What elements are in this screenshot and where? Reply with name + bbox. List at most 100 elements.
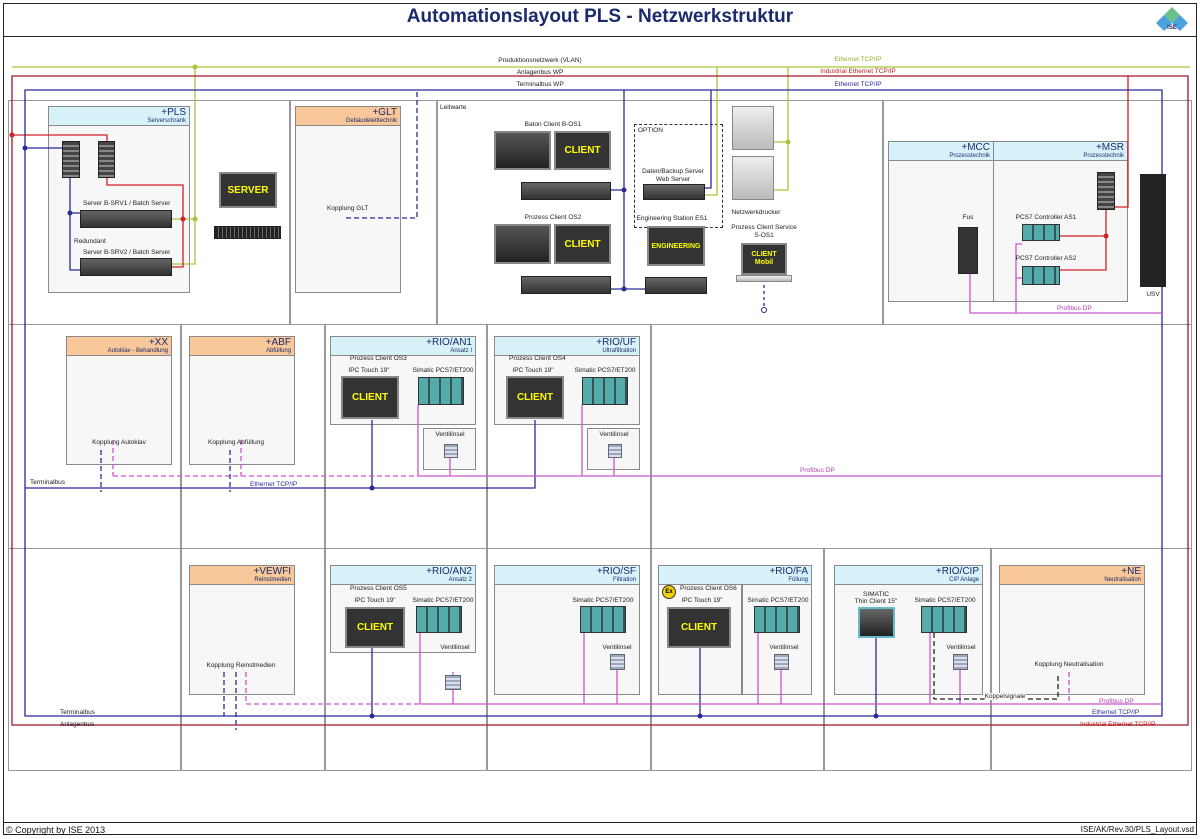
- client-label: Prozess Client OS6: [680, 585, 737, 592]
- redundant-label: Redundant: [74, 238, 106, 245]
- backup-server[interactable]: [643, 184, 705, 200]
- network-switch[interactable]: [98, 141, 115, 178]
- server-b-srv2[interactable]: [80, 258, 172, 276]
- thin-client-sublabel: Thin Client 15": [854, 598, 898, 605]
- ventilinsel-label: Ventilinsel: [769, 644, 799, 651]
- network-printer[interactable]: [732, 156, 774, 200]
- simatic-et200[interactable]: [582, 377, 628, 405]
- simatic-label: Simatic PCS7/ET200: [572, 597, 634, 604]
- industrial-ethernet-row3-label: Industrial Ethernet TCP/IP: [1080, 721, 1156, 728]
- service-client-label: Prozess Client Service: [731, 224, 797, 231]
- cabinet-subtitle: Autoklav - Behandlung: [107, 348, 168, 354]
- ventilinsel-icon[interactable]: [774, 654, 789, 670]
- web-server-label: Web Server: [655, 176, 691, 183]
- terminalbus-type-label: Ethernet TCP/IP: [834, 81, 882, 88]
- grid-col: [324, 324, 326, 771]
- ex-hazard-icon: Ex: [662, 585, 676, 599]
- cabinet-title: +MSR: [1095, 142, 1124, 153]
- process-client-os2-pc[interactable]: [521, 276, 611, 294]
- simatic-thin-client[interactable]: [858, 607, 895, 638]
- ventilinsel-label: Ventilinsel: [435, 431, 465, 438]
- anlagenbus-row3-label: Anlagenbus: [60, 721, 95, 728]
- simatic-et200[interactable]: [754, 606, 800, 633]
- anlagenbus-label: Anlagenbus WP: [516, 69, 564, 76]
- ipc-label: IPC Touch 19": [348, 367, 390, 374]
- ipc-touch-client[interactable]: CLIENT: [341, 376, 399, 419]
- usv-ups[interactable]: [1140, 174, 1166, 287]
- mobile-client-text: CLIENT: [751, 251, 777, 258]
- ethernet-row3-label: Ethernet TCP/IP: [1092, 709, 1140, 716]
- cabinet-subtitle: Ansatz 2: [448, 577, 472, 583]
- cabinet-subtitle: Prozesstechnik: [949, 153, 990, 159]
- process-client-os2-label: Prozess Client OS2: [524, 214, 582, 221]
- ventilinsel-icon[interactable]: [953, 654, 968, 670]
- server-b-srv1[interactable]: [80, 210, 172, 228]
- server-monitor[interactable]: SERVER: [219, 172, 277, 208]
- server2-label: Server B-SRV2 / Batch Server: [83, 249, 171, 256]
- ventilinsel-label: Ventilinsel: [946, 644, 976, 651]
- ventilinsel-icon[interactable]: [444, 444, 458, 458]
- terminalbus-row3-label: Terminalbus: [60, 709, 96, 716]
- engineering-pc[interactable]: [645, 277, 707, 294]
- printer-label: Netzwerkdrucker: [731, 209, 781, 216]
- cabinet-title: +ABF: [265, 337, 291, 348]
- cabinet-title: +PLS: [161, 107, 186, 118]
- ventilinsel-icon[interactable]: [445, 675, 461, 690]
- simatic-et200[interactable]: [416, 606, 462, 633]
- cabinet-title: +RIO/CIP: [935, 566, 979, 577]
- drawing-frame: [3, 3, 1197, 835]
- cabinet-subtitle: Filtration: [612, 577, 636, 583]
- grid-col: [486, 324, 488, 771]
- kopplung-reinstmedien: Kopplung Reinstmedien: [206, 662, 276, 669]
- simatic-et200[interactable]: [418, 377, 464, 405]
- thin-client-label: SIMATIC: [863, 591, 889, 598]
- cabinet-subtitle: Serverschrank: [147, 118, 186, 124]
- simatic-et200[interactable]: [921, 606, 967, 633]
- engineering-monitor[interactable]: ENGINEERING: [647, 226, 705, 266]
- monitor[interactable]: [494, 224, 551, 264]
- ventilinsel-icon[interactable]: [610, 654, 625, 670]
- simatic-et200[interactable]: [580, 606, 626, 633]
- usv-label: USV: [1146, 291, 1160, 298]
- frequency-drive[interactable]: [958, 227, 978, 274]
- cabinet-subtitle: Neutralisation: [1104, 577, 1141, 583]
- ipc-touch-client[interactable]: CLIENT: [345, 607, 405, 648]
- profibus-row2-label: Profibus DP: [800, 467, 835, 474]
- network-switch[interactable]: [62, 141, 80, 178]
- ipc-label: IPC Touch 19": [354, 597, 396, 604]
- ipc-touch-client[interactable]: CLIENT: [506, 376, 564, 419]
- profibus-row3-label: Profibus DP: [1099, 698, 1134, 705]
- cabinet-title: +RIO/AN2: [426, 566, 472, 577]
- cabinet-subtitle: Gebäudeleittechnik: [345, 118, 397, 124]
- cabinet-subtitle: Prozesstechnik: [1083, 153, 1124, 159]
- simatic-label: Simatic PCS7/ET200: [412, 367, 474, 374]
- batch-client-pc[interactable]: [521, 182, 611, 200]
- ventilinsel-label: Ventilinsel: [440, 644, 470, 651]
- ipc-touch-client[interactable]: CLIENT: [667, 607, 731, 648]
- cabinet-title: +RIO/AN1: [426, 337, 472, 348]
- pcs7-controller-as2[interactable]: [1022, 266, 1060, 285]
- network-switch[interactable]: [1097, 172, 1115, 210]
- grid-col: [882, 100, 884, 325]
- backup-server-label: Daten/Backup Server: [642, 168, 704, 175]
- pcs7-controller-as1[interactable]: [1022, 224, 1060, 241]
- monitor[interactable]: [494, 131, 551, 170]
- batch-client-monitor[interactable]: CLIENT: [554, 131, 611, 170]
- grid-col: [180, 324, 182, 771]
- as2-label: PCS7 Controller AS2: [1015, 255, 1077, 262]
- client-label: Prozess Client OS3: [350, 355, 407, 362]
- simatic-label: Simatic PCS7/ET200: [747, 597, 809, 604]
- network-printer[interactable]: [732, 106, 774, 150]
- ventilinsel-icon[interactable]: [608, 444, 622, 458]
- cabinet-title: +RIO/FA: [769, 566, 808, 577]
- process-client-os2-monitor[interactable]: CLIENT: [554, 224, 611, 264]
- ventilinsel-label: Ventilinsel: [602, 644, 632, 651]
- fa-divider: [741, 584, 743, 695]
- ipc-label: IPC Touch 19": [681, 597, 723, 604]
